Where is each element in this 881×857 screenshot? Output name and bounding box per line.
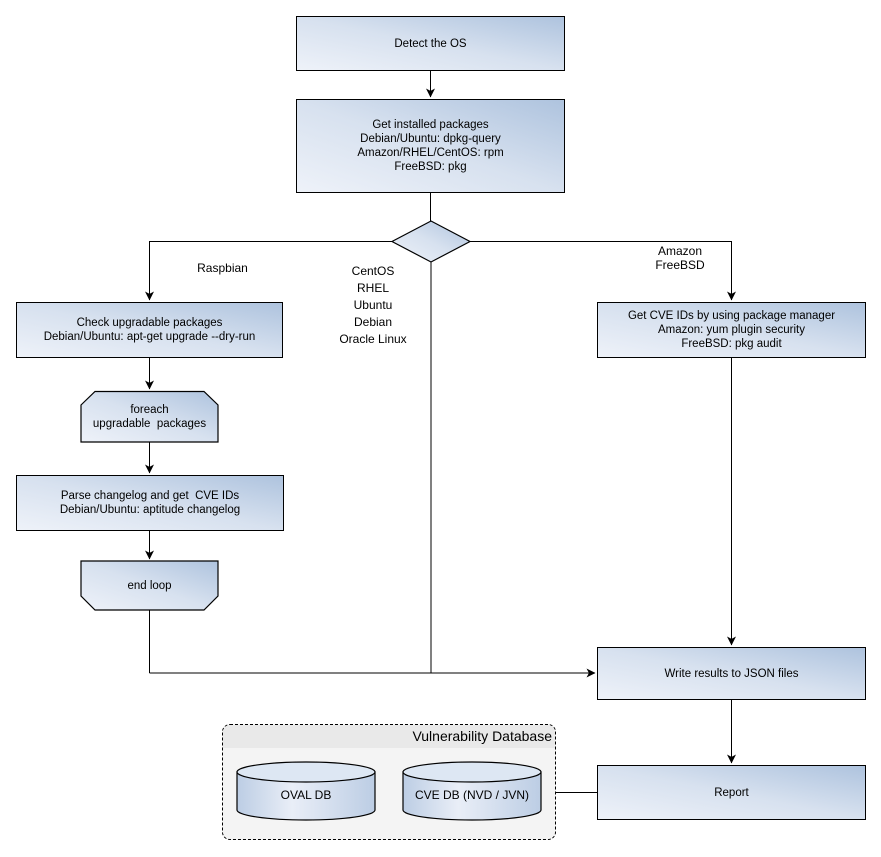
branch-label-centos-rhel-ubuntu-debian-oracle: CentOS RHEL Ubuntu Debian Oracle Linux (339, 264, 407, 346)
os-decision-diamond (390, 220, 472, 263)
node-parse-changelog: Parse changelog and get CVE IDs Debian/U… (16, 475, 284, 531)
cve-db-label: CVE DB (NVD / JVN) (414, 788, 529, 802)
edge-decision-to-check-upgradable (145, 241, 392, 301)
vulnerability-database-title: Vulnerability Database (223, 725, 555, 748)
end-loop-shape (80, 560, 219, 611)
foreach-loop-shape (80, 390, 219, 443)
node-get-cve-ids-package-manager: Get CVE IDs by using package manager Ama… (597, 302, 866, 358)
node-report: Report (597, 765, 866, 820)
branch-label-amazon-freebsd: Amazon FreeBSD (655, 244, 705, 272)
node-check-upgradable-packages: Check upgradable packages Debian/Ubuntu:… (16, 302, 283, 358)
oval-db-label: OVAL DB (280, 788, 332, 802)
branch-label-raspbian: Raspbian (197, 261, 248, 275)
end-loop-label: end loop (127, 579, 172, 592)
node-get-installed-packages: Get installed packages Debian/Ubuntu: dp… (296, 99, 565, 193)
node-write-results-json: Write results to JSON files (597, 647, 866, 700)
node-detect-os: Detect the OS (296, 16, 565, 71)
edge-decision-to-get-cve (470, 241, 736, 301)
foreach-loop-label: foreach upgradable packages (92, 403, 207, 430)
